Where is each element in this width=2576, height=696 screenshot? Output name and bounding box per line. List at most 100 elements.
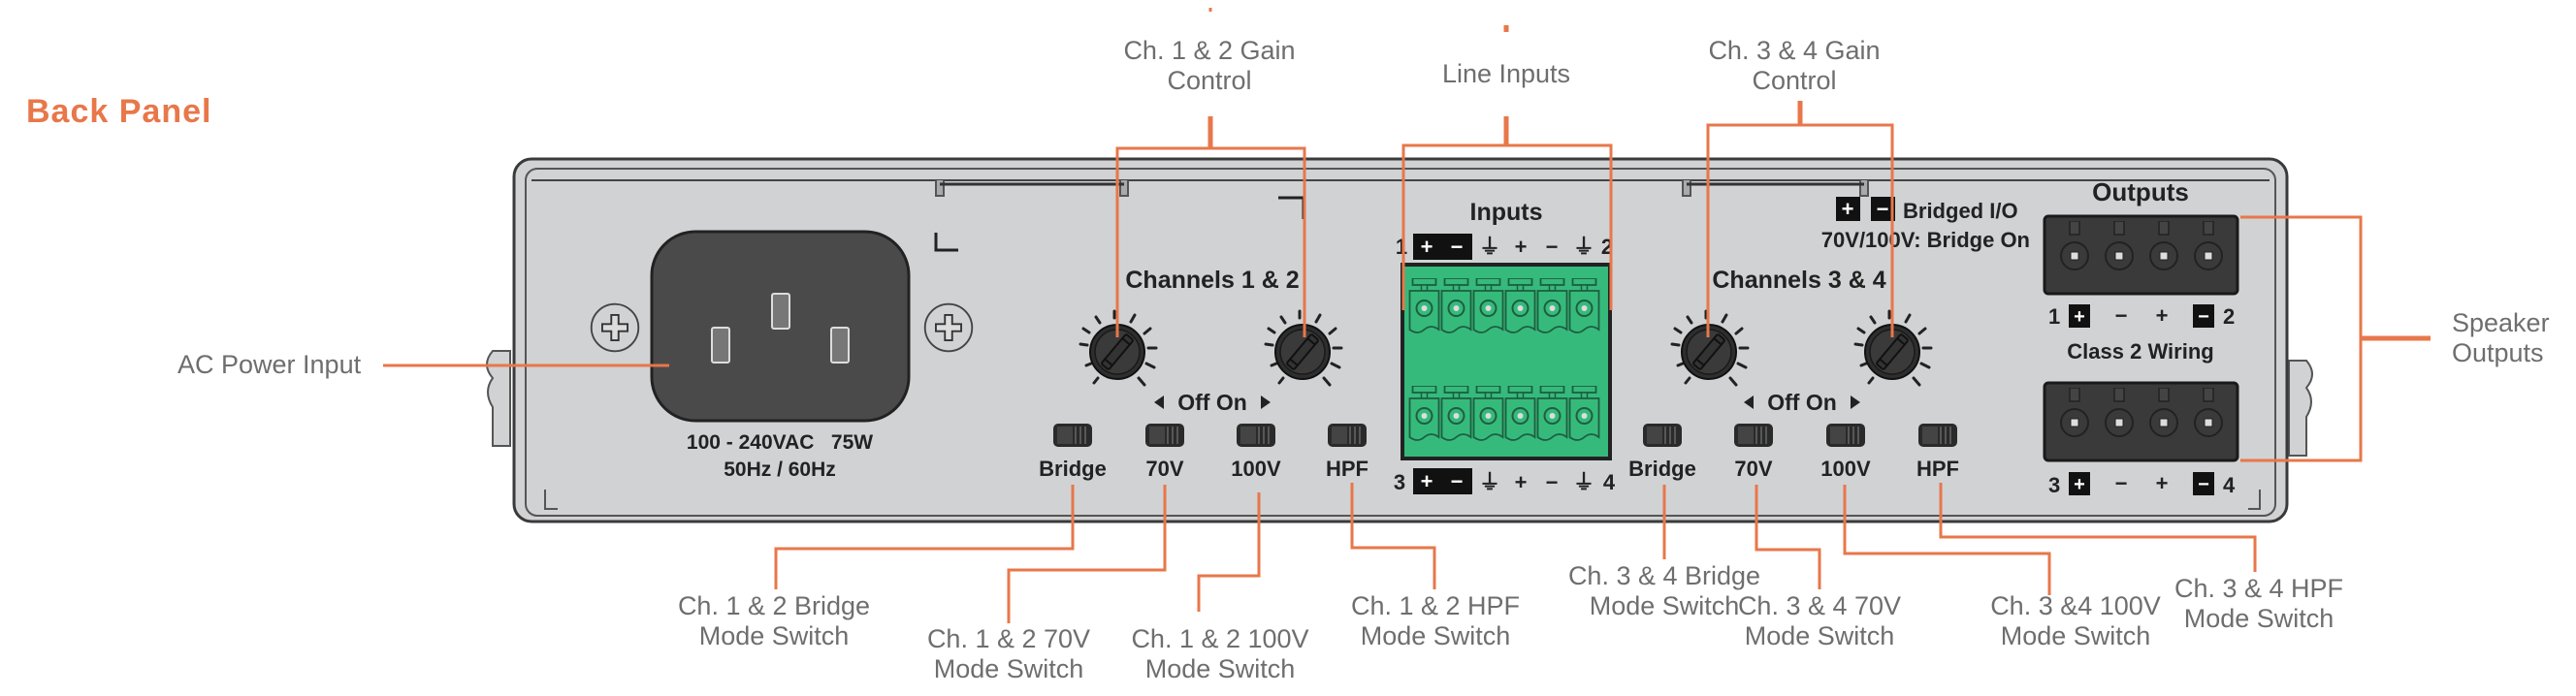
callout-line-inputs: Line Inputs <box>1442 59 1570 88</box>
callout-speaker-outputs: Speaker <box>2452 308 2550 337</box>
minus-icon: − <box>1546 470 1559 494</box>
callout-100v-12: Ch. 1 & 2 100V <box>1131 624 1308 653</box>
callout-hpf-34-line2: Mode Switch <box>2184 604 2334 633</box>
plus-icon: + <box>2074 306 2085 328</box>
ac-power-section: 100 - 240VAC 75W 50Hz / 60Hz <box>590 230 974 481</box>
minus-icon: − <box>2198 474 2209 495</box>
plus-icon: + <box>1842 197 1854 221</box>
input-pin-labels-bottom: 3 + − ⏚ + − ⏚ 4 <box>1394 468 1616 494</box>
bridged-io-label: Bridged I/O <box>1903 199 2018 223</box>
iec-power-socket-icon[interactable] <box>650 230 911 423</box>
100v-switch-ch34[interactable] <box>1825 423 1866 448</box>
callout-bridge-12-line2: Mode Switch <box>699 621 850 650</box>
pin-label: 4 <box>2223 473 2236 497</box>
output-connector-3-4[interactable] <box>2043 381 2239 462</box>
off-on-label: Off On <box>1767 390 1837 415</box>
callout-speaker-outputs-line2: Outputs <box>2452 338 2544 367</box>
switch-label: Bridge <box>1039 457 1107 481</box>
plus-icon: + <box>2156 303 2169 328</box>
bridge-on-label: 70V/100V: Bridge On <box>1821 228 2030 252</box>
callout-70v-34: Ch. 3 & 4 70V <box>1738 591 1901 620</box>
output-pin-labels-1-2: 1 + − + − 2 <box>2048 303 2235 329</box>
switch-label: Bridge <box>1628 457 1696 481</box>
callout-gain-34: Ch. 3 & 4 Gain <box>1708 36 1880 65</box>
inputs-heading: Inputs <box>1470 199 1543 226</box>
switch-label: HPF <box>1326 457 1368 481</box>
pin-label: 3 <box>2048 473 2060 497</box>
switch-label: 100V <box>1231 457 1281 481</box>
channels-1-2-section: Channels 1 & 2 Off On Bridge 70V 100V HP… <box>1039 267 1368 481</box>
callout-gain-12: Ch. 1 & 2 Gain <box>1123 36 1295 65</box>
switch-label: 100V <box>1820 457 1871 481</box>
callout-70v-34-line2: Mode Switch <box>1745 621 1895 650</box>
callout-70v-12-line2: Mode Switch <box>934 654 1084 683</box>
plus-icon: + <box>1515 470 1528 494</box>
70v-switch-ch34[interactable] <box>1733 423 1774 448</box>
leader-100v-12 <box>1197 492 1261 612</box>
outputs-heading: Outputs <box>2092 177 2189 206</box>
left-mounting-tab <box>486 350 511 447</box>
leader-100v-34 <box>1843 485 2051 595</box>
channels-3-4-heading: Channels 3 & 4 <box>1712 267 1885 294</box>
70v-switch-ch12[interactable] <box>1144 423 1185 448</box>
callout-leader-lines <box>383 8 2431 623</box>
channels-1-2-heading: Channels 1 & 2 <box>1125 267 1299 294</box>
bridge-switch-ch12[interactable] <box>1052 423 1093 448</box>
callout-hpf-12: Ch. 1 & 2 HPF <box>1351 591 1520 620</box>
callout-bridge-12: Ch. 1 & 2 Bridge <box>678 591 870 620</box>
switch-label: 70V <box>1145 457 1183 481</box>
leader-70v-12 <box>1007 485 1167 623</box>
channels-3-4-section: Channels 3 & 4 Off On Bridge 70V 100V HP… <box>1628 267 1959 481</box>
ground-icon: ⏚ <box>1479 470 1500 494</box>
minus-icon: − <box>2115 471 2128 495</box>
leader-hpf-12 <box>1350 483 1436 589</box>
callout-hpf-34: Ch. 3 & 4 HPF <box>2174 574 2343 603</box>
ground-icon: ⏚ <box>1479 235 1500 259</box>
callout-bridge-34: Ch. 3 & 4 Bridge <box>1568 561 1760 590</box>
off-on-label: Off On <box>1177 390 1247 415</box>
callout-100v-34-line2: Mode Switch <box>2001 621 2151 650</box>
minus-icon: − <box>1451 235 1464 259</box>
callout-bridge-34-line2: Mode Switch <box>1590 591 1740 620</box>
callout-hpf-12-line2: Mode Switch <box>1361 621 1511 650</box>
plus-icon: + <box>2074 474 2085 495</box>
polarity-box <box>1413 234 1472 260</box>
right-mounting-tab <box>2288 360 2313 457</box>
pin-label: 1 <box>2048 304 2060 329</box>
minus-icon: − <box>1877 197 1889 221</box>
ground-icon: ⏚ <box>1573 235 1594 259</box>
callout-ac-power-input: AC Power Input <box>177 350 362 379</box>
callout-100v-12-line2: Mode Switch <box>1145 654 1296 683</box>
100v-switch-ch12[interactable] <box>1236 423 1276 448</box>
callout-labels: AC Power Input Ch. 1 & 2 Gain Control Li… <box>177 36 2550 683</box>
ground-icon: ⏚ <box>1573 470 1594 494</box>
callout-gain-34-line2: Control <box>1752 66 1836 95</box>
minus-icon: − <box>1546 235 1559 259</box>
leader-70v-34 <box>1755 485 1821 589</box>
arrow-left-icon <box>1744 395 1754 409</box>
speaker-outputs-section: Outputs 1 + − + − 2 Class 2 Wiring 3 + −… <box>2043 177 2239 497</box>
hpf-switch-ch12[interactable] <box>1327 423 1368 448</box>
power-rating: 100 - 240VAC 75W <box>687 431 873 454</box>
arrow-right-icon <box>1261 395 1271 409</box>
output-connector-1-2[interactable] <box>2043 214 2239 296</box>
bridge-switch-ch34[interactable] <box>1642 423 1683 448</box>
class-2-wiring-label: Class 2 Wiring <box>2067 339 2213 364</box>
section-title: Back Panel <box>26 93 211 130</box>
pin-label: 2 <box>2223 304 2235 329</box>
minus-icon: − <box>2115 303 2128 328</box>
arrow-right-icon <box>1851 395 1860 409</box>
output-pin-labels-3-4: 3 + − + − 4 <box>2048 471 2236 497</box>
hpf-switch-ch34[interactable] <box>1917 423 1958 448</box>
callout-70v-12: Ch. 1 & 2 70V <box>927 624 1090 653</box>
switch-label: 70V <box>1734 457 1772 481</box>
plus-icon: + <box>1421 235 1433 259</box>
plus-icon: + <box>2156 471 2169 495</box>
callout-100v-34: Ch. 3 &4 100V <box>1990 591 2161 620</box>
pin-label: 3 <box>1394 470 1405 494</box>
minus-icon: − <box>2198 306 2209 328</box>
callout-gain-12-line2: Control <box>1167 66 1251 95</box>
plus-icon: + <box>1421 469 1433 493</box>
leader-hpf-34 <box>1939 483 2257 572</box>
